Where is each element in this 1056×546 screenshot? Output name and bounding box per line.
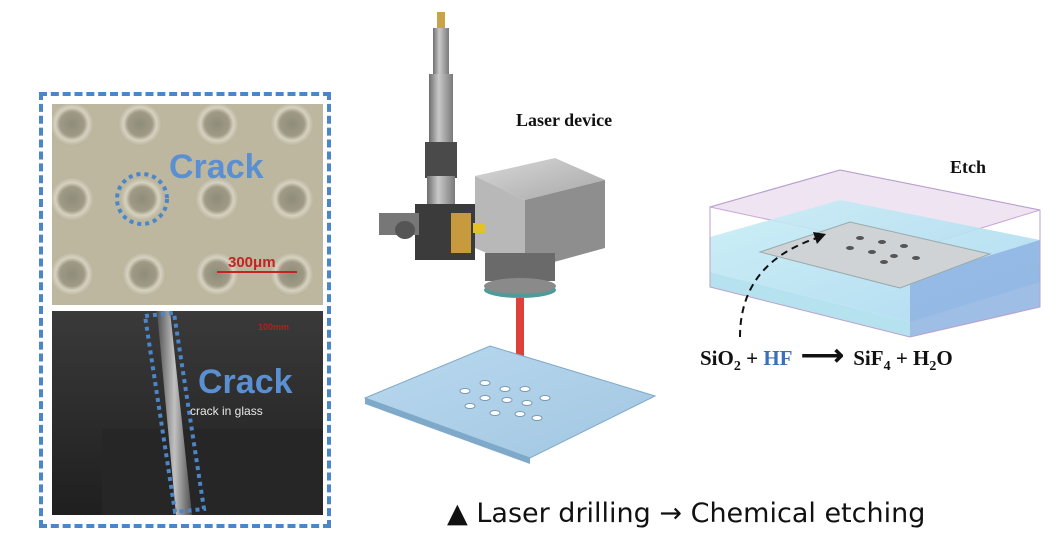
laser-device-illustration xyxy=(363,12,657,464)
hole-array-image xyxy=(52,104,323,305)
bottom-scale-text: 100mm xyxy=(258,322,290,332)
crack-label-bottom: Crack xyxy=(198,363,293,401)
caption-text: Laser drilling → Chemical etching xyxy=(476,498,926,529)
dashed-frame xyxy=(39,92,331,528)
scale-bar-label: 300μm xyxy=(228,254,276,271)
hf-reagent: HF xyxy=(763,346,792,370)
crack-annotation: crack in glass xyxy=(190,404,263,418)
crack-highlight-box xyxy=(142,311,207,515)
process-caption: ▲ Laser drilling → Chemical etching xyxy=(447,498,925,529)
micrograph-top xyxy=(52,104,323,305)
hole-grid xyxy=(52,104,314,296)
crack-label-top: Crack xyxy=(169,148,264,186)
triangle-marker-icon: ▲ xyxy=(447,498,468,529)
crack-streak xyxy=(157,311,192,515)
reaction-arrow: ⟶ xyxy=(800,339,844,372)
etch-equation: SiO2 + HF ⟶ SiF4 + H2O xyxy=(700,339,953,375)
micrograph-bottom xyxy=(52,311,323,515)
highlight-circle xyxy=(115,172,169,226)
laser-device-title: Laser device xyxy=(516,110,613,130)
laser-beam xyxy=(516,298,524,410)
crack-image xyxy=(52,311,323,515)
etch-bath-illustration xyxy=(709,169,1041,338)
etch-arrow xyxy=(739,236,821,338)
etch-title: Etch xyxy=(950,157,986,177)
